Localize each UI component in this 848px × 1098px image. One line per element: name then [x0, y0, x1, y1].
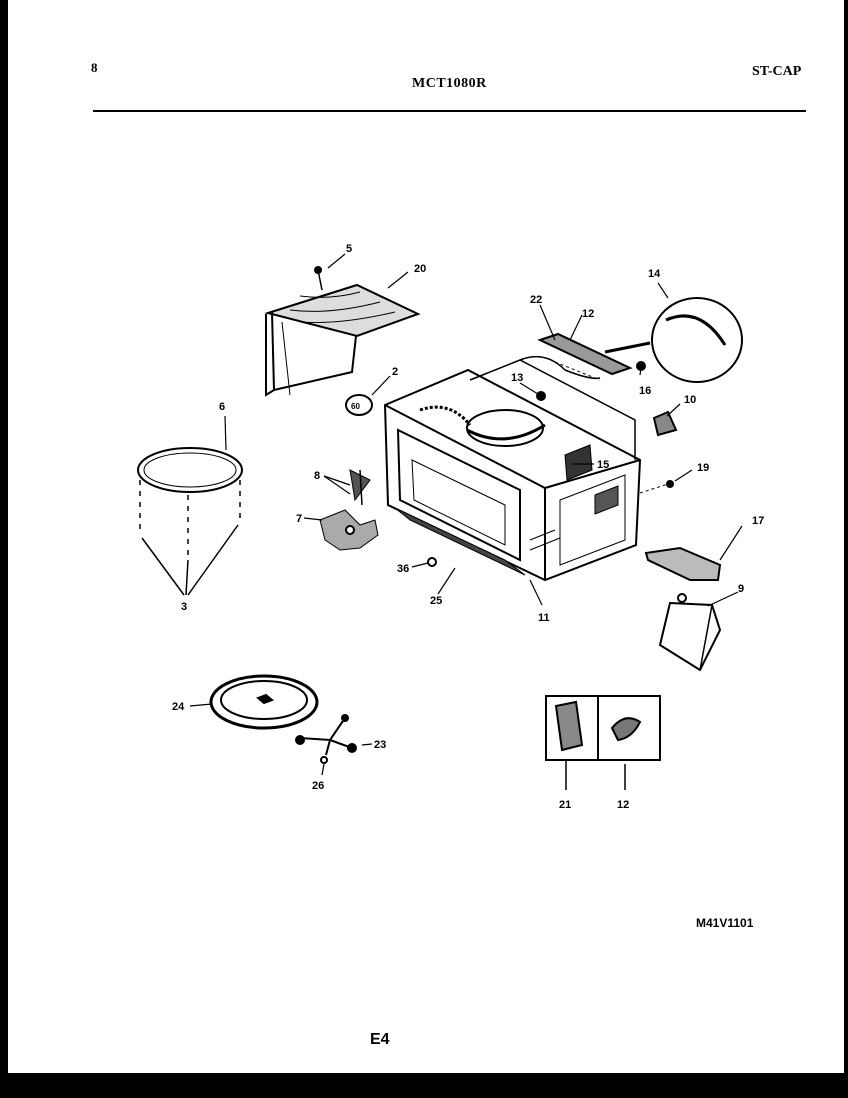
part-9-mounting-bracket [658, 593, 722, 672]
callout-6: 6 [219, 401, 225, 413]
part-13-fastener [536, 391, 546, 401]
callout-23: 23 [374, 739, 386, 751]
callout-13: 13 [511, 372, 523, 384]
part-24-turntable-tray [209, 674, 319, 730]
page-number: 8 [91, 60, 98, 75]
callout-9: 9 [738, 583, 744, 595]
callout-3: 3 [181, 601, 187, 613]
part-36-fastener [427, 557, 437, 567]
callout-17: 17 [752, 515, 764, 527]
callout-12: 12 [582, 308, 594, 320]
model-number: MCT1080R [412, 76, 487, 91]
diagram-reference: M41V1101 [696, 916, 754, 930]
part-7-stirrer-fan [319, 509, 379, 551]
part-26-coupler [320, 756, 328, 764]
callout-22: 22 [530, 294, 542, 306]
callout-25: 25 [430, 595, 442, 607]
callout-26: 26 [312, 780, 324, 792]
part-19-screw [639, 480, 674, 494]
callout-7: 7 [296, 513, 302, 525]
callout-8: 8 [314, 470, 320, 482]
part-23-roller-ring [295, 714, 357, 756]
callout-36: 36 [397, 563, 409, 575]
style-code: ST-CAP [752, 64, 802, 79]
svg-text:60: 60 [351, 402, 360, 411]
part-22-terminal-block [519, 332, 633, 381]
part-3-leaders [141, 524, 239, 596]
callout-21: 21 [559, 799, 571, 811]
callout-24: 24 [172, 701, 185, 713]
page-code: E4 [370, 1031, 390, 1048]
parts-sheet: 8 MCT1080R ST-CAP [8, 0, 844, 1073]
callout-2: 2 [392, 366, 398, 378]
callout-12-accessory: 12 [617, 799, 629, 811]
part-8-stirrer-shaft [349, 469, 371, 506]
header-rule [93, 110, 806, 112]
callout-15: 15 [597, 459, 609, 471]
part-20-cover-panel [264, 283, 421, 397]
callout-11: 11 [538, 612, 550, 624]
part-17-air-duct [644, 546, 722, 581]
accessory-box [545, 695, 661, 790]
part-5-screw [314, 266, 323, 291]
callout-5: 5 [346, 243, 352, 255]
part-10-bracket [652, 410, 678, 437]
callout-14: 14 [648, 268, 661, 280]
callout-10: 10 [684, 394, 696, 406]
callout-16: 16 [639, 385, 651, 397]
part-6-ring [137, 447, 243, 560]
callout-19: 19 [697, 462, 709, 474]
oven-cavity-chassis [383, 359, 642, 582]
callout-leaders [189, 253, 743, 776]
part-2-plate: 60 [345, 394, 373, 416]
callout-20: 20 [414, 263, 426, 275]
part-14-fuse-detail [604, 297, 743, 383]
